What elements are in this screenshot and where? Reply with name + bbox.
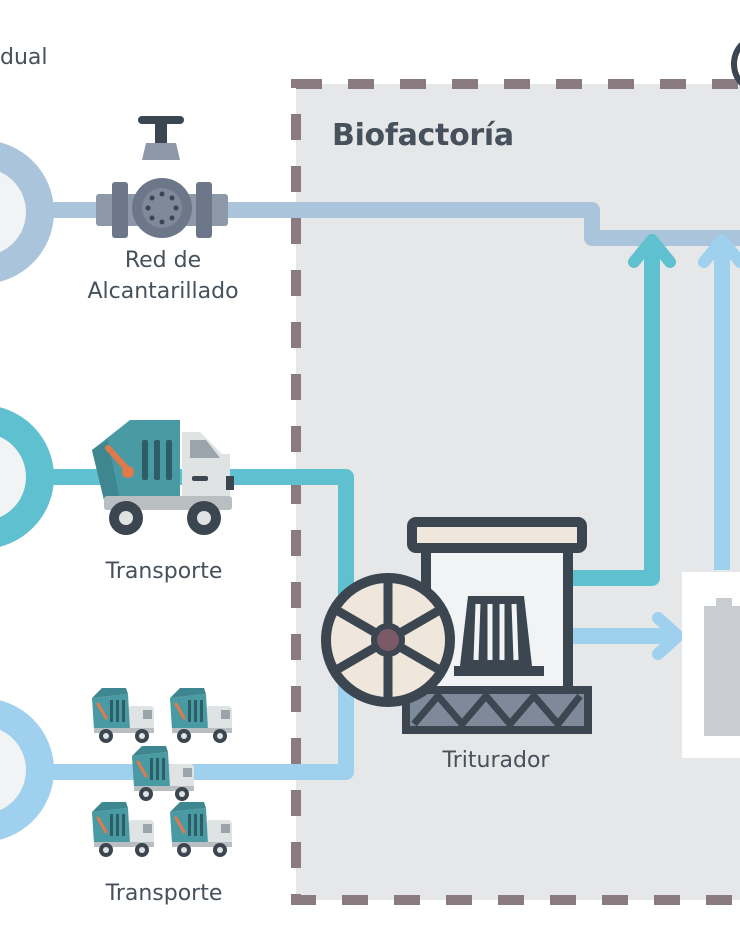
label-sewer-network: Red de Alcantarillado (80, 245, 246, 307)
arrow-up-lightblue (698, 234, 740, 268)
source-circle-teal (0, 407, 54, 547)
source-circle-lightblue (0, 700, 54, 840)
label-sewer-line1: Red de (124, 248, 202, 273)
biofactory-zone (291, 79, 740, 905)
label-sewer-line2: Alcantarillado (87, 279, 239, 304)
source-circle-sewer (0, 142, 54, 282)
garbage-truck-icon (92, 420, 234, 535)
pipe-sewer (40, 202, 740, 246)
crusher-icon (321, 517, 592, 734)
label-crusher: Triturador (442, 748, 550, 773)
valve-icon (96, 116, 228, 238)
cropped-circle-icon (731, 42, 740, 86)
zone-title: Biofactoría (332, 118, 514, 153)
next-stage-panel (682, 572, 740, 758)
arrow-up-teal (628, 234, 676, 268)
arrow-right-lightblue (652, 612, 684, 660)
cropped-heading-text: dual (0, 45, 48, 70)
label-transport-1: Transporte (105, 559, 223, 584)
label-transport-2: Transporte (105, 881, 223, 906)
